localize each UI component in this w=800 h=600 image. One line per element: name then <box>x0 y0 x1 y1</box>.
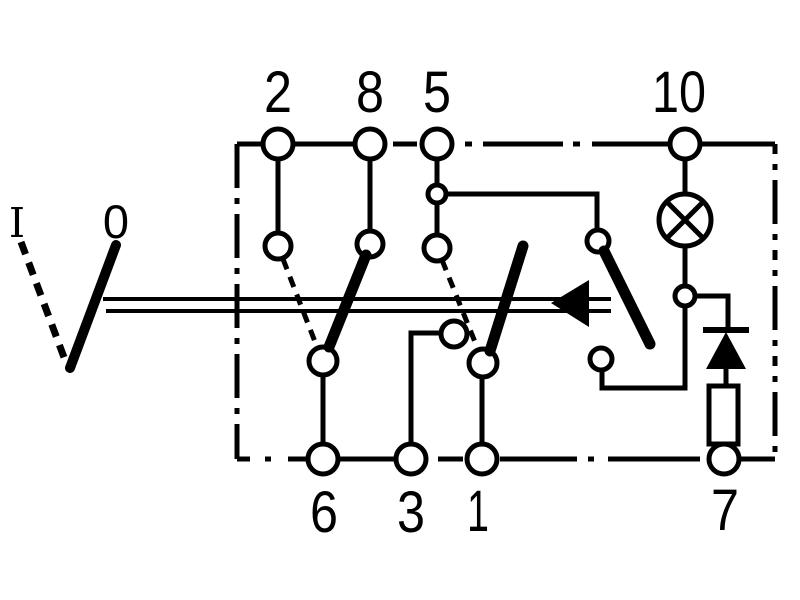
rocker-lever-position-0 <box>65 240 121 373</box>
wire-junction-to-contact <box>599 306 688 391</box>
labels: 2 8 5 10 6 3 1 7 0 I <box>9 60 739 545</box>
position-0-label: 0 <box>103 195 129 248</box>
rocker-lever-icon <box>17 240 121 373</box>
terminal-3-circle <box>393 441 429 477</box>
wire-junction-to-diode <box>695 293 731 328</box>
contact-5-circle <box>421 232 453 264</box>
lever-pole2-position-0 <box>484 240 529 357</box>
diode-triangle <box>706 332 746 369</box>
terminal-6-label: 6 <box>310 480 338 545</box>
arrow-left-icon <box>551 280 589 327</box>
wire-pivot5-to-relay-contact <box>446 191 600 231</box>
terminal-10-label: 10 <box>652 60 706 125</box>
contact-6-circle <box>306 344 340 378</box>
lamp-icon <box>656 191 714 249</box>
diode-icon <box>703 327 749 369</box>
actuator-rod <box>103 280 611 327</box>
terminal-1-circle <box>464 441 500 477</box>
terminal-5-label: 5 <box>423 60 451 125</box>
terminal-8-label: 8 <box>356 60 384 125</box>
terminal-10-circle <box>667 126 703 162</box>
position-I-label: I <box>9 199 25 247</box>
terminal-7-circle <box>706 441 742 477</box>
lamp-junction-circle <box>672 283 698 309</box>
switch-levers <box>280 240 656 357</box>
contact-2-circle <box>262 230 294 262</box>
lamp-cross <box>665 200 705 240</box>
internal-wires <box>275 159 731 444</box>
terminal-6-circle <box>305 441 341 477</box>
terminal-8-circle <box>352 126 388 162</box>
resistor-icon <box>706 383 741 447</box>
relay-lower-contact-circle <box>587 345 615 373</box>
terminal-2-label: 2 <box>264 60 292 125</box>
wire-terminal3-up <box>408 330 441 444</box>
lever-pole1-position-I <box>280 258 320 348</box>
lever-pole2-position-I <box>439 259 480 348</box>
terminal-1-label: 1 <box>467 479 489 544</box>
terminal-3-label: 3 <box>397 480 425 545</box>
contact-3-circle <box>438 318 470 350</box>
pivot-5-circle <box>425 182 449 206</box>
terminal-5-circle <box>419 126 455 162</box>
lever-pole1-position-0 <box>323 249 372 353</box>
terminal-2-circle <box>260 126 296 162</box>
terminal-7-label: 7 <box>711 478 739 543</box>
lever-pole3-position-0 <box>598 245 656 350</box>
rocker-lever-position-I <box>17 240 69 362</box>
